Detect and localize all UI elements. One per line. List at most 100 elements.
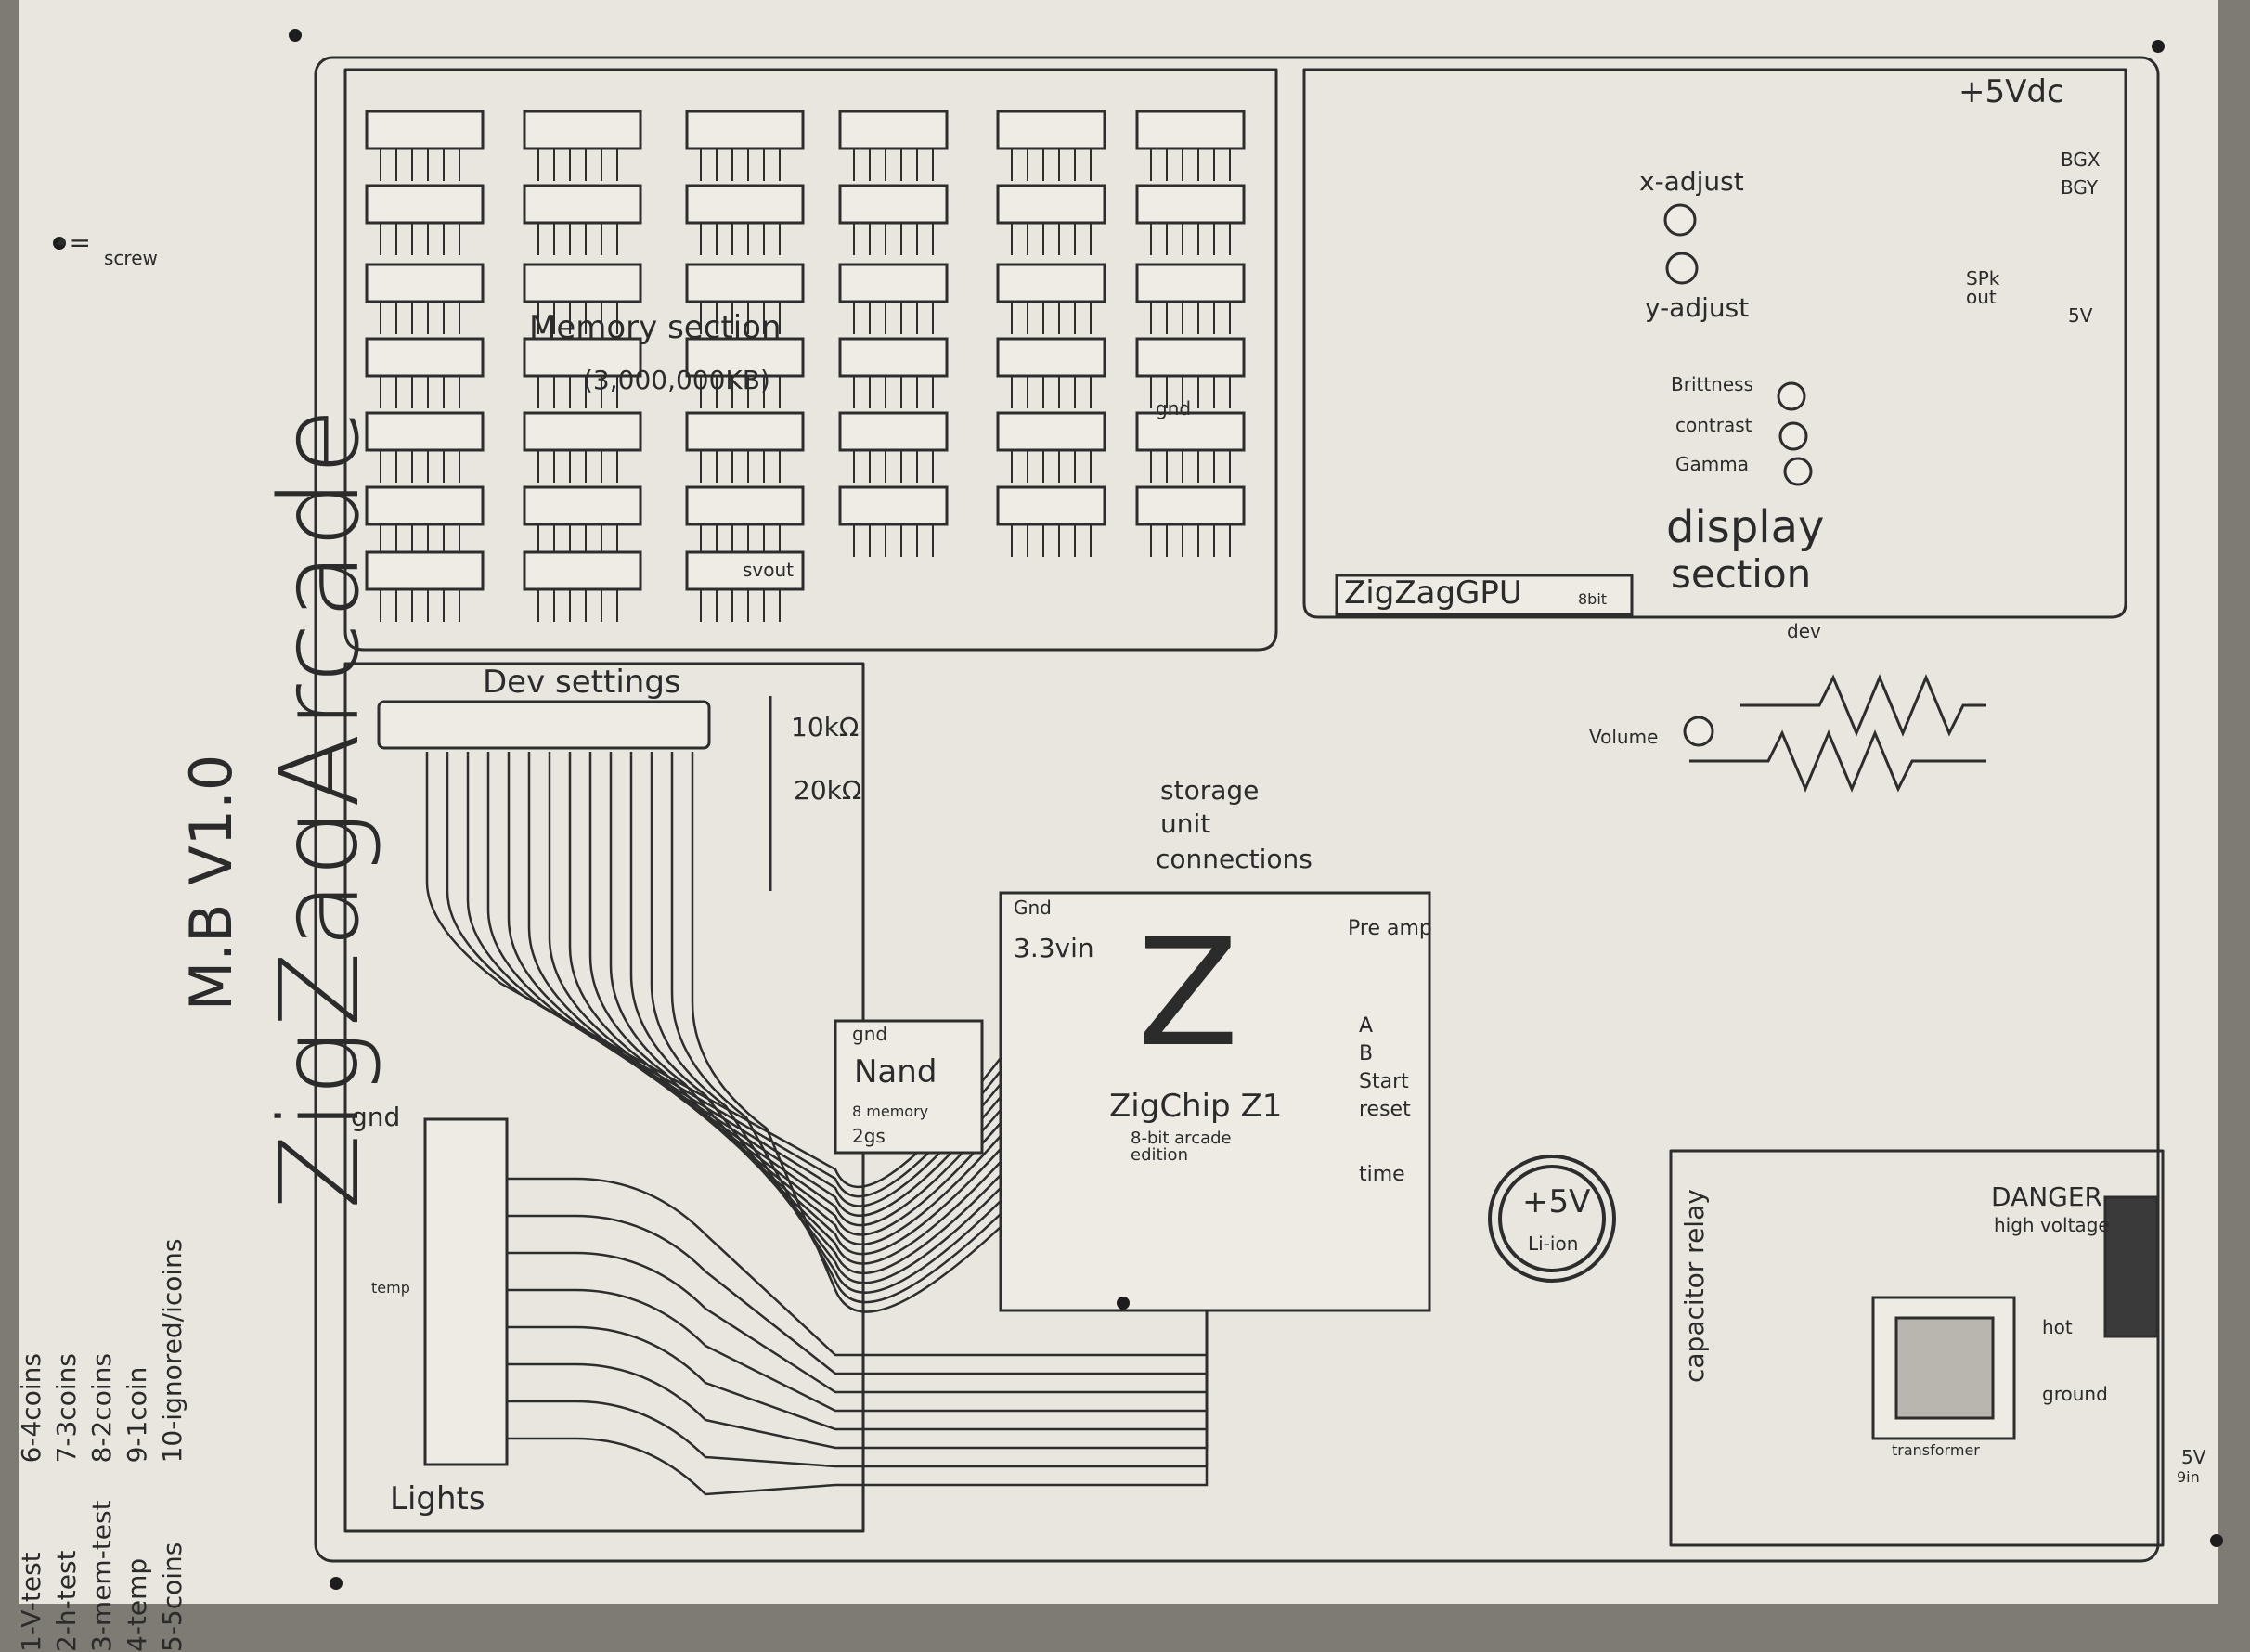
nand-name: Nand [854,1053,938,1091]
storage-label-3: connections [1156,844,1312,874]
chip-vin-pin: 3.3vin [1014,933,1094,963]
memory-chip [685,485,805,526]
memory-chip [523,263,642,303]
lights-connector [423,1117,509,1466]
sv-label: 5V [2068,304,2093,327]
screw-hole-center [1117,1297,1130,1310]
lights-wire [507,1251,1209,1394]
screw-hole-tr [2152,40,2165,53]
chip-edition: 8-bit arcade edition [1131,1129,1232,1165]
psu-out-label: 9in [2177,1468,2200,1486]
signal-wire [650,752,1002,1294]
coin-setting-item: 6-4coins [16,1353,46,1464]
memory-chip [838,485,949,526]
memory-svout-tag: svout [743,559,795,581]
memory-chip [523,485,642,526]
nand-gnd: gnd [852,1023,888,1045]
lights-wire [507,1310,1209,1496]
nand-sub2: 2gs [852,1125,886,1147]
battery-outer [1488,1155,1616,1283]
coin-setting-item: 1-V-test [16,1552,46,1652]
chip-pin-label: A [1359,1014,1374,1038]
memory-chip [1135,337,1246,378]
contrast-label: contrast [1675,414,1752,436]
bgy-label: BGY [2061,176,2099,199]
memory-chip [685,110,805,150]
coin-setting-item: 8-2coins [86,1353,117,1464]
memory-chip [838,263,949,303]
gpu-bits: 8bit [1578,590,1608,608]
lights-gnd: gnd [351,1102,401,1132]
memory-chip [1135,411,1246,452]
y-adjust-knob [1665,252,1699,285]
coin-setting-item: 9-1coin [122,1366,152,1464]
chip-pin-label: reset [1359,1098,1411,1121]
nand-chip-body [834,1019,984,1155]
legend-screw-dot [53,237,66,250]
memory-chip [996,485,1106,526]
lights-wire [507,1310,1209,1468]
chip-name: ZigChip Z1 [1109,1088,1283,1125]
resistor-20k-label: 20kΩ [794,775,862,806]
signal-wire [691,752,1002,1313]
coin-setting-item: 7-3coins [51,1353,82,1464]
memory-chip [996,337,1106,378]
nand-sub1: 8 memory [852,1103,929,1120]
memory-chip [523,110,642,150]
transformer-label: transformer [1892,1441,1980,1459]
memory-chip [1135,263,1246,303]
screw-hole-br [2210,1534,2223,1547]
board-outline [314,56,2160,1563]
memory-chip [523,411,642,452]
coin-setting-item: 2-h-test [51,1550,82,1652]
lights-wire [507,1214,1209,1375]
memory-chip [996,411,1106,452]
psu-sv-label: 5V [2181,1446,2206,1468]
x-adjust-label: x-adjust [1639,166,1744,197]
brightness-knob [1777,381,1806,411]
signal-wire [568,752,1002,1256]
volume-label: Volume [1589,726,1659,748]
memory-chip [685,550,805,591]
memory-chip [365,550,485,591]
gpu-chip-body [1335,574,1634,616]
signal-wire [548,752,1002,1246]
contrast-knob [1778,421,1808,451]
memory-chip [523,184,642,225]
display-section-title-1: display [1666,501,1825,553]
resistor-2 [1689,729,1986,793]
memory-chip [1135,485,1246,526]
signal-wire [466,752,1002,1207]
dev-settings-switch [377,700,711,750]
dev-settings-title: Dev settings [483,664,681,701]
board-title: ZigZagArcade [254,404,383,1209]
memory-chip [996,184,1106,225]
memory-gnd-tag: gnd [1156,397,1192,419]
chip-pin-label: Pre amp [1348,917,1432,940]
display-section-title-2: section [1671,551,1812,597]
bgx-label: BGX [2061,148,2101,171]
board-version: M.B V1.0 [177,754,246,1012]
coin-setting-item: 3-mem-test [86,1500,117,1652]
memory-chip [996,263,1106,303]
memory-chip [838,110,949,150]
memory-section-outline [343,68,1278,652]
chip-pin-label: time [1359,1163,1405,1186]
lights-wire [507,1310,1209,1450]
signal-wire [670,752,1002,1304]
memory-size: (3,000,000KB) [583,365,770,395]
memory-chip [685,263,805,303]
memory-chip [365,110,485,150]
coin-setting-item: 5-5coins [157,1542,188,1652]
battery-voltage: +5V [1522,1183,1591,1220]
memory-chips [365,110,1246,622]
coin-setting-item: 4-temp [122,1557,152,1652]
volume-knob [1683,716,1714,747]
battery-type: Li-ion [1528,1233,1579,1255]
y-adjust-label: y-adjust [1645,292,1750,323]
memory-section-title: Memory section [529,309,782,346]
memory-chip [685,337,805,378]
zigchip-body [999,891,1431,1312]
